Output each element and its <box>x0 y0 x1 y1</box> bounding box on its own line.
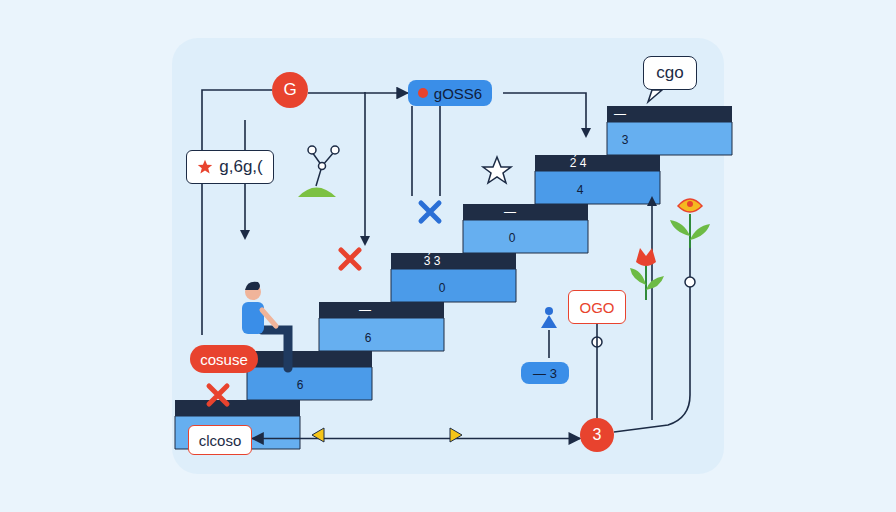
star-icon <box>197 159 213 175</box>
step-riser <box>247 367 372 400</box>
arrowhead <box>647 196 657 206</box>
step-top <box>175 400 300 416</box>
molecule-icon <box>298 146 339 197</box>
step-label: 0 <box>509 231 516 245</box>
label-pill: gOSS6 <box>408 80 492 106</box>
label-pill: cosuse <box>190 345 258 373</box>
wire <box>651 200 653 420</box>
cross-mark <box>209 386 227 404</box>
step-label: 2́ 4 <box>570 156 587 170</box>
step-label: 3 <box>622 133 629 147</box>
callout-circle: 3 <box>580 418 614 452</box>
node-text: g,6g,( <box>219 157 262 177</box>
wire <box>614 248 690 432</box>
step-top <box>247 351 372 367</box>
step-label: — <box>614 107 626 121</box>
flower <box>630 248 664 300</box>
step-riser <box>391 269 516 302</box>
wire <box>503 93 586 134</box>
wire <box>548 330 550 358</box>
flow-triangle <box>312 428 324 442</box>
label-box: OGO <box>568 290 625 324</box>
step-top <box>319 302 444 318</box>
step-riser <box>607 122 732 155</box>
step-label: 0 <box>439 281 446 295</box>
panel <box>172 38 724 474</box>
star <box>483 157 511 183</box>
step-label: 6 <box>365 331 372 345</box>
wire <box>364 92 366 242</box>
label-box: clcoso <box>188 425 253 455</box>
connector <box>252 438 580 440</box>
node-text: cgo <box>656 63 683 83</box>
junction-dot <box>685 277 695 287</box>
wire <box>412 106 440 196</box>
node-text: G <box>283 80 296 100</box>
step-label: — <box>504 205 516 219</box>
label-pill: — 3 <box>521 362 569 384</box>
node-text: — 3 <box>533 366 557 381</box>
step-top <box>463 204 588 220</box>
status-dot <box>418 88 428 98</box>
callout-circle: G <box>272 72 308 108</box>
node-text: OGO <box>579 299 614 316</box>
step-top <box>535 155 660 171</box>
node-text: 3 <box>593 426 602 444</box>
wire <box>202 90 272 335</box>
node-text: gOSS6 <box>434 85 482 102</box>
step-label: 3́ 3 <box>424 254 441 268</box>
flower <box>670 199 710 248</box>
speech-bubble: cgo <box>643 56 696 90</box>
step-top <box>607 106 732 122</box>
step-riser <box>463 220 588 253</box>
arrowhead <box>581 128 591 138</box>
label-box: g,6g,( <box>186 150 273 184</box>
step-riser <box>535 171 660 204</box>
arrowhead <box>240 230 250 240</box>
step-riser <box>319 318 444 351</box>
connector <box>308 92 408 94</box>
flow-triangle <box>450 428 462 442</box>
cross-mark <box>421 203 439 221</box>
step-label: 4 <box>577 183 584 197</box>
small-figure <box>541 307 557 328</box>
node-text: clcoso <box>199 432 242 449</box>
step-label: — <box>359 303 371 317</box>
connector <box>596 324 598 418</box>
bubble-tail <box>648 90 662 102</box>
cross-mark <box>341 250 359 268</box>
arrowhead <box>360 236 370 246</box>
step-label: 6 <box>297 378 304 392</box>
node-text: cosuse <box>200 351 248 368</box>
step-top <box>391 253 516 269</box>
